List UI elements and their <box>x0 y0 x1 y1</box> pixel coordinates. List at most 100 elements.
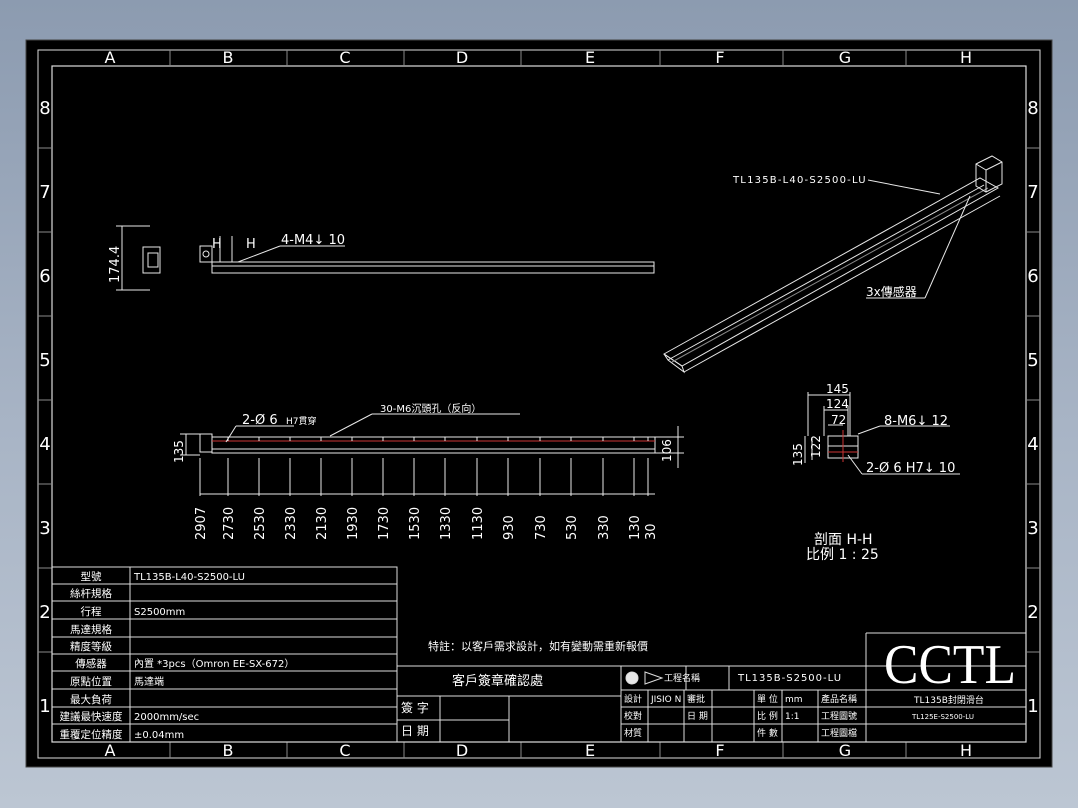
title-block-cell: 工程圖號 <box>821 710 857 722</box>
title-block <box>620 632 1027 743</box>
spec-label: 最大負荷 <box>70 693 112 706</box>
grid-row-label-right: 6 <box>1027 266 1038 287</box>
front-hole-note-b: 30-M6沉頭孔（反向） <box>380 402 481 415</box>
section-mark-b: H <box>246 237 256 252</box>
front-dim-label: 2907 <box>194 507 209 540</box>
company-logo: CCTL <box>884 634 1016 696</box>
front-view <box>180 413 684 495</box>
grid-col-label-bottom: C <box>339 741 350 760</box>
grid-col-label-top: G <box>839 48 851 67</box>
grid-row-label-left: 1 <box>39 696 50 717</box>
front-dim-label: 330 <box>597 515 612 540</box>
section-w3: 72 <box>831 413 846 427</box>
drawing-number: TL125E-S2500-LU <box>911 713 974 721</box>
spec-label: 絲杆規格 <box>70 587 112 600</box>
spec-label: 重覆定位精度 <box>60 728 123 741</box>
section-view <box>804 392 960 475</box>
grid-col-label-top: C <box>339 48 350 67</box>
title-block-cell: 1:1 <box>785 712 799 722</box>
project-name: TL135B-S2500-LU <box>737 673 842 684</box>
grid-col-label-bottom: F <box>715 741 724 760</box>
front-dim-label: 1330 <box>439 507 454 540</box>
spec-label: 傳感器 <box>75 657 107 670</box>
approval-title: 客戶簽章確認處 <box>452 673 543 689</box>
projection-label: 工程名稱 <box>664 672 700 684</box>
front-dim-label: 130 <box>628 515 643 540</box>
grid-col-label-top: F <box>715 48 724 67</box>
front-dim-label: 2330 <box>284 507 299 540</box>
section-callout-a: 8-M6↓ 12 <box>884 414 948 429</box>
grid-row-label-left: 8 <box>39 98 50 119</box>
grid-row-label-right: 5 <box>1027 350 1038 371</box>
title-block-cell: 審批 <box>687 693 705 705</box>
spec-value: 2000mm/sec <box>134 712 199 723</box>
title-block-cell: 比 例 <box>757 710 778 722</box>
grid-col-label-bottom: H <box>960 741 972 760</box>
grid-row-label-left: 2 <box>39 602 50 623</box>
front-hole-note-a-suffix: H7貫穿 <box>286 415 317 427</box>
title-block-cell: 設計 <box>624 693 642 705</box>
approval-sign-label: 簽 字 <box>401 700 429 715</box>
grid-col-label-bottom: A <box>105 741 116 760</box>
side-view <box>116 225 655 291</box>
spec-value: ±0.04mm <box>134 730 184 741</box>
title-block-cell: 校對 <box>624 710 642 722</box>
front-dim-label: 930 <box>502 515 517 540</box>
grid-row-label-right: 2 <box>1027 602 1038 623</box>
grid-col-label-bottom: B <box>223 741 234 760</box>
grid-row-label-left: 5 <box>39 350 50 371</box>
grid-row-label-left: 7 <box>39 182 50 203</box>
spec-value: 馬達端 <box>134 675 164 688</box>
spec-label: 原點位置 <box>70 675 112 688</box>
front-dimension-ticks <box>199 437 649 496</box>
grid-row-label-right: 4 <box>1027 434 1038 455</box>
section-h2: 122 <box>809 435 823 458</box>
spec-label: 型號 <box>81 570 102 583</box>
iso-model-label: TL135B-L40-S2500-LU <box>732 175 867 186</box>
section-w1: 145 <box>826 382 849 396</box>
iso-sensor-label: 3x傳感器 <box>866 284 917 299</box>
spec-value: 內置 *3pcs（Omron EE-SX-672） <box>134 658 294 670</box>
grid-row-label-right: 1 <box>1027 696 1038 717</box>
section-title: 剖面 H-H <box>814 532 873 548</box>
grid-row-label-right: 3 <box>1027 518 1038 539</box>
iso-view <box>663 155 1003 374</box>
section-w2: 124 <box>826 397 849 411</box>
title-block-cell: mm <box>785 695 803 705</box>
section-mark-a: H <box>212 237 222 252</box>
paper-background <box>25 39 1053 768</box>
title-block-cell: 單 位 <box>757 693 778 705</box>
spec-value: TL135B-L40-S2500-LU <box>133 572 245 583</box>
title-block-cell: 日 期 <box>687 711 708 722</box>
spec-label: 行程 <box>81 605 102 618</box>
front-left-height: 135 <box>172 440 186 463</box>
grid-col-label-top: D <box>456 48 468 67</box>
approval-date-label: 日 期 <box>401 724 429 738</box>
title-block-cell: 工程圖檔 <box>821 727 857 739</box>
spec-value: S2500mm <box>134 607 185 618</box>
front-right-height: 106 <box>660 439 674 462</box>
side-height-dim: 174.4 <box>108 246 123 283</box>
front-dim-label: 1730 <box>377 507 392 540</box>
front-dim-label: 1530 <box>408 507 423 540</box>
grid-col-label-bottom: G <box>839 741 851 760</box>
front-dim-label: 30 <box>644 523 659 540</box>
front-dim-label: 2730 <box>222 507 237 540</box>
grid-col-label-bottom: D <box>456 741 468 760</box>
product-name: TL135B封閉滑台 <box>913 694 984 706</box>
front-dim-label: 530 <box>565 515 580 540</box>
title-block-cell: 產品名稱 <box>821 693 857 705</box>
spec-label: 精度等級 <box>70 640 112 653</box>
front-hole-note-a: 2-Ø 6 <box>242 413 278 428</box>
side-callout: 4-M4↓ 10 <box>281 233 345 248</box>
front-dim-label: 1930 <box>346 507 361 540</box>
title-block-cell: 件 數 <box>757 727 778 739</box>
spec-label: 建議最快速度 <box>60 710 123 723</box>
outer-frame <box>37 49 1041 759</box>
section-h1: 135 <box>791 443 805 466</box>
front-dim-label: 730 <box>534 515 549 540</box>
